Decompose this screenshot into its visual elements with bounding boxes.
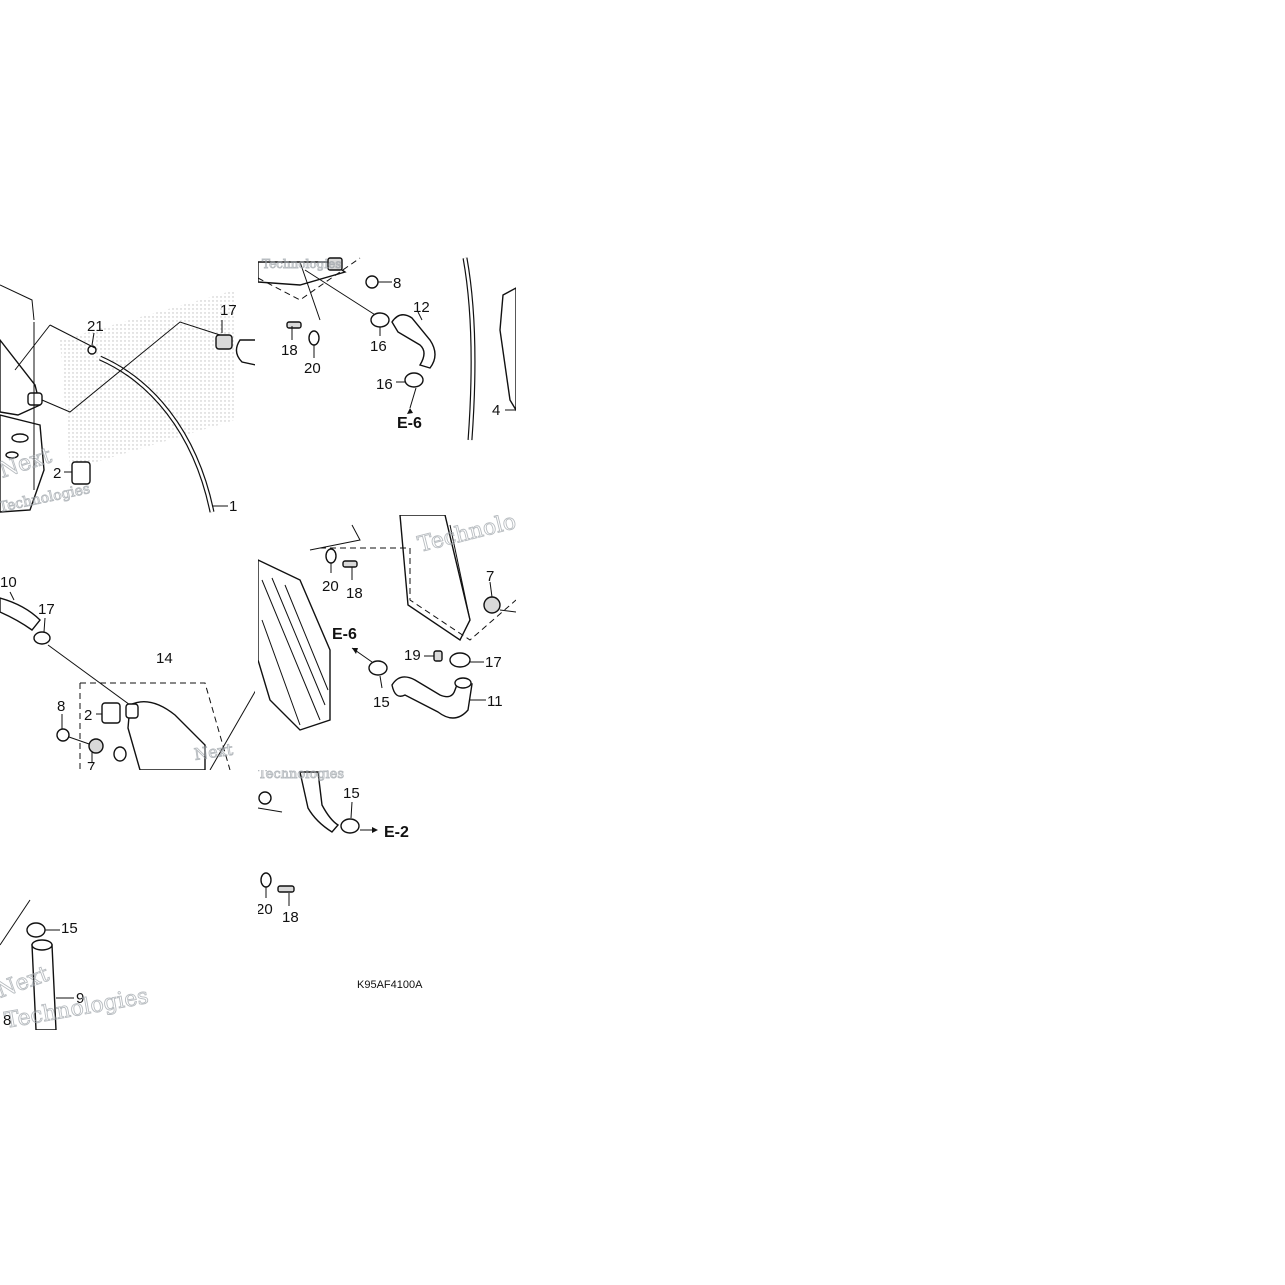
hose-stub	[235, 339, 255, 366]
clamp-part	[215, 334, 233, 350]
callout-20: 20	[256, 901, 273, 918]
tank-inlet	[125, 703, 139, 719]
washer-part	[325, 548, 337, 564]
rubber-block-part	[101, 702, 121, 724]
callout-18: 18	[346, 585, 363, 602]
callout-1: 1	[229, 498, 237, 515]
o-ring-part	[87, 345, 97, 355]
bolt-part	[342, 560, 358, 568]
ref-e6-mid: E-6	[332, 626, 357, 643]
watermark-technologies-e: Technologies	[415, 498, 562, 557]
watermark-next-d: Next	[193, 740, 235, 764]
overflow-tube-inner	[99, 356, 214, 513]
callout-18: 18	[281, 342, 298, 359]
grommet-part	[258, 791, 272, 805]
callout-20: 20	[322, 578, 339, 595]
callout-8: 8	[57, 698, 65, 715]
hose-10	[0, 597, 41, 631]
bolt-part	[277, 885, 295, 893]
radiator-top-edge	[258, 261, 347, 286]
callout-9: 9	[76, 990, 84, 1007]
callout-16b: 16	[376, 376, 393, 393]
panel-b: 8 12 18 16 20 16 E-6 Technologies	[258, 257, 436, 432]
callout-2: 2	[84, 707, 92, 724]
hose-clamp-part	[33, 631, 51, 645]
washer-part	[308, 330, 320, 346]
reservoir-tank-14	[127, 701, 206, 770]
radiator-frame	[399, 515, 471, 642]
callout-17: 17	[38, 601, 55, 618]
callout-8: 8	[393, 275, 401, 292]
watermark-technologies-b: Technologies	[262, 257, 341, 271]
callout-2: 2	[53, 465, 61, 482]
hose-end	[31, 939, 53, 951]
callout-14: 14	[156, 650, 173, 667]
tank-outlet	[27, 392, 43, 406]
cushion-part	[483, 596, 501, 614]
panel-g: 15 9 8 Next Technologies	[0, 899, 151, 1030]
hose-clamp-part	[370, 312, 390, 328]
callout-15: 15	[343, 785, 360, 802]
callout-17: 17	[485, 654, 502, 671]
bracket-hole	[11, 433, 29, 443]
radiator-fin-panel	[258, 559, 331, 731]
clip-part	[433, 650, 443, 662]
callout-15: 15	[61, 920, 78, 937]
catalog-code: K95AF4100A	[357, 979, 423, 991]
callout-15: 15	[373, 694, 390, 711]
grommet-part	[56, 728, 70, 742]
cushion-part	[88, 738, 104, 754]
callout-17: 17	[220, 302, 237, 319]
callout-4: 4	[492, 402, 500, 419]
rubber-block-part	[71, 461, 91, 485]
watermark-technologies-f: Technologies	[258, 767, 344, 782]
panel-a: 21 17 2 1 Next Technologies	[0, 284, 255, 515]
radiator-hose-12	[391, 314, 436, 369]
hose-clamp-part	[368, 660, 388, 676]
tank-bracket	[0, 414, 45, 513]
callout-10: 10	[0, 574, 17, 591]
callout-18: 18	[282, 909, 299, 926]
callout-20: 20	[304, 360, 321, 377]
shroud-part	[499, 287, 516, 412]
hose-clamp-part	[340, 818, 360, 834]
callout-8: 8	[3, 1012, 11, 1029]
radiator-cap-nut	[327, 257, 343, 271]
panel-f: 15 20 18 E-2 K95AF4100A Technologies	[256, 767, 423, 991]
hose-clamp-part	[404, 372, 424, 388]
callout-21: 21	[87, 318, 104, 335]
panel-c: 4	[462, 257, 516, 441]
grommet-part	[365, 275, 379, 289]
panel-e: 20 18 7 19 17 15 11 E-6 Technologies	[258, 498, 562, 731]
callout-7: 7	[87, 759, 95, 776]
callout-11: 11	[487, 693, 503, 710]
honda-wing-watermark-shape	[60, 290, 235, 470]
cushion-part	[113, 746, 127, 762]
callout-7: 7	[486, 568, 494, 585]
callout-12: 12	[413, 299, 430, 316]
radiator-hose-lower	[299, 771, 340, 833]
washer-part	[260, 872, 272, 888]
ref-e6-top: E-6	[397, 415, 422, 432]
hose-clamp-part	[26, 922, 46, 938]
hose-end	[454, 677, 472, 689]
panel-d: 10 17 14 8 2 7 Next	[0, 574, 255, 776]
bolt-part	[286, 321, 302, 329]
hose-clamp-part	[449, 652, 471, 668]
callout-16: 16	[370, 338, 387, 355]
callout-19: 19	[404, 647, 421, 664]
bracket-hole	[5, 451, 19, 459]
ref-e2: E-2	[384, 824, 409, 841]
